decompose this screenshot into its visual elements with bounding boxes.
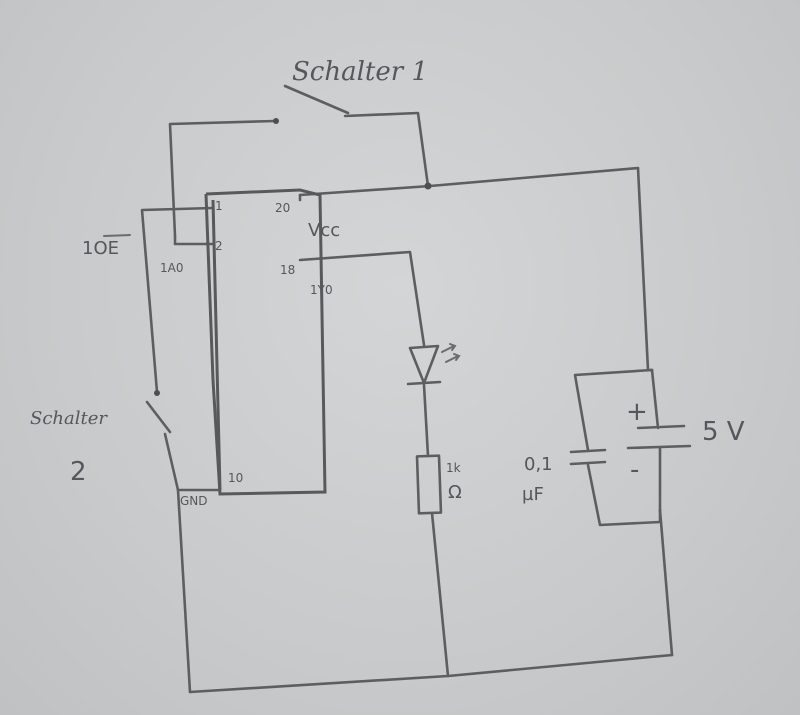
switch2-contact	[154, 390, 160, 396]
wire-bottom-rail	[188, 653, 674, 694]
wire-cap-loop-bottom	[586, 463, 662, 527]
a0-label: 1A0	[160, 261, 183, 275]
ic-outline	[204, 188, 327, 496]
oe-label: 1OE	[82, 238, 119, 259]
switch1-contact	[273, 118, 279, 124]
wire-cap-loop-top	[573, 368, 654, 452]
resistor-1k	[415, 454, 443, 515]
pin10-label: 10	[228, 471, 243, 485]
gnd-label: GND	[180, 494, 208, 508]
switch2-label-line2: 2	[70, 457, 87, 487]
battery	[626, 368, 692, 512]
wire-pin2-stub	[173, 234, 215, 246]
cap-value-label: 0,1	[524, 454, 553, 475]
wire-pin18-out	[298, 250, 426, 347]
wire-resistor-to-bottom	[430, 511, 450, 678]
wire-right-rail	[636, 166, 654, 372]
battery-voltage-label: 5 V	[702, 417, 745, 447]
switch1-label: Schalter 1	[292, 57, 428, 87]
cap-unit-label: µF	[522, 484, 544, 505]
led	[406, 343, 461, 386]
vcc-label: Vcc	[308, 220, 340, 241]
wire-switch1-left	[168, 119, 277, 238]
battery-plus-label: +	[626, 397, 648, 427]
wire-vcc-top-rail	[298, 166, 640, 197]
resistor-unit-label: Ω	[448, 482, 462, 503]
y0-label: 1Y0	[310, 283, 333, 297]
capacitor	[569, 448, 607, 466]
junction-switch1	[424, 182, 432, 190]
ic-inner-edge	[211, 199, 222, 491]
oe-overbar	[103, 234, 131, 237]
wire-right-rail-lower	[658, 508, 674, 657]
pin1-label: 1	[215, 199, 223, 213]
switch2-label-line1: Schalter	[30, 408, 108, 429]
wire-switch2-bottom	[163, 432, 180, 492]
wire-switch1-right	[343, 111, 430, 188]
pin2-label: 2	[215, 239, 223, 253]
wire-gnd-left	[176, 488, 192, 694]
switch2-lever	[145, 400, 172, 434]
battery-minus-label: -	[630, 455, 639, 485]
pin20-label: 20	[275, 201, 290, 215]
wire-oe-line	[140, 206, 215, 394]
switch1-lever	[283, 84, 350, 115]
pin18-label: 18	[280, 263, 295, 277]
wire-led-to-resistor	[422, 383, 430, 458]
resistor-value-label: 1k	[446, 461, 461, 475]
